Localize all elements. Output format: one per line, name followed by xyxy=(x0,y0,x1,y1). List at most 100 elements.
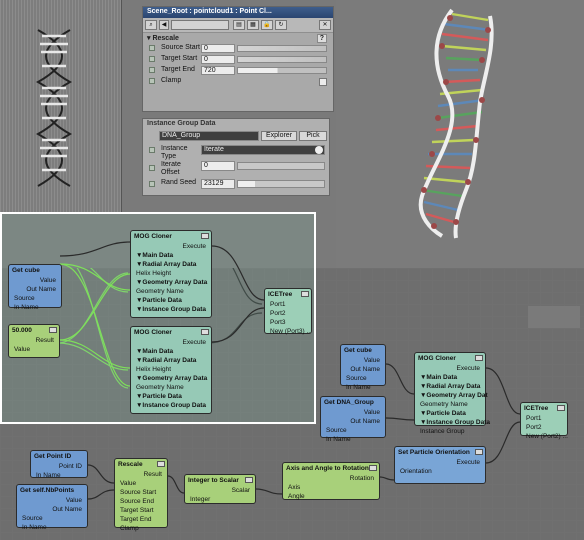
source-start-input[interactable]: 0 xyxy=(201,44,235,53)
preset-field[interactable] xyxy=(171,20,229,30)
chevron-down-icon[interactable] xyxy=(315,146,323,154)
geometry-name-port[interactable]: Geometry Name xyxy=(420,401,468,408)
source-port[interactable]: Source xyxy=(14,295,35,302)
rotation-port[interactable]: Rotation xyxy=(349,475,374,482)
animate-checkbox[interactable] xyxy=(149,147,155,153)
viewport-left[interactable] xyxy=(0,0,122,212)
animate-checkbox[interactable] xyxy=(149,181,155,187)
icetree-node-1[interactable]: ICETree Port1 Port2 Port3 New (Port3) ..… xyxy=(264,288,312,335)
node-menu-icon[interactable] xyxy=(369,465,377,471)
inspect-icon[interactable]: ⌕ xyxy=(145,20,157,30)
node-menu-icon[interactable] xyxy=(49,327,57,333)
out-name-port[interactable]: Out Name xyxy=(350,366,380,373)
geometry-array-group[interactable]: ▼Geometry Array Data xyxy=(136,375,208,382)
in-name-port[interactable]: In Name xyxy=(14,304,39,311)
graph-minimap[interactable] xyxy=(528,306,580,328)
in-name-port[interactable]: In Name xyxy=(22,524,47,531)
mog-cloner-node-2[interactable]: MOG Cloner Execute ▼Main Data ▼Radial Ar… xyxy=(130,326,212,414)
helix-height-port[interactable]: Helix Height xyxy=(136,366,172,373)
rand-seed-slider[interactable] xyxy=(237,180,325,188)
source-port[interactable]: Source xyxy=(326,427,347,434)
set-particle-orientation-node[interactable]: Set Particle Orientation Execute Orienta… xyxy=(394,446,486,484)
iterate-offset-slider[interactable] xyxy=(237,162,325,170)
value-port[interactable]: Value xyxy=(363,357,380,364)
source-end-port[interactable]: Source End xyxy=(120,498,154,505)
get-cube-node-2[interactable]: Get cube Value Out Name Source In Name xyxy=(340,344,386,391)
value-port[interactable]: Value xyxy=(363,409,380,416)
pick-button[interactable]: Pick xyxy=(299,131,327,141)
port1[interactable]: Port1 xyxy=(270,301,286,308)
node-menu-icon[interactable] xyxy=(201,329,209,335)
execute-port[interactable]: Execute xyxy=(182,339,207,346)
port2[interactable]: Port2 xyxy=(270,310,286,317)
angle-port[interactable]: Angle xyxy=(288,493,305,500)
property-panel-title[interactable]: Scene_Root : pointcloud1 : Point Cl... xyxy=(143,7,333,18)
target-start-input[interactable]: 0 xyxy=(201,55,235,64)
instance-group-data-group[interactable]: ▼Instance Group Data xyxy=(420,419,491,426)
refresh-icon[interactable]: ↻ xyxy=(275,20,287,30)
node-menu-icon[interactable] xyxy=(201,233,209,239)
get-point-id-node[interactable]: Get Point ID Point ID In Name xyxy=(30,450,88,479)
particle-data-group[interactable]: ▼Particle Data xyxy=(136,297,182,304)
geometry-name-port[interactable]: Geometry Name xyxy=(136,384,184,391)
load-preset-icon[interactable]: ▤ xyxy=(233,20,245,30)
source-start-port[interactable]: Source Start xyxy=(120,489,157,496)
source-port[interactable]: Source xyxy=(22,515,43,522)
rescale-node[interactable]: Rescale Result Value Source Start Source… xyxy=(114,458,168,532)
node-menu-icon[interactable] xyxy=(475,355,483,361)
port3[interactable]: Port3 xyxy=(270,319,286,326)
helix-height-port[interactable]: Helix Height xyxy=(136,270,172,277)
node-menu-icon[interactable] xyxy=(557,405,565,411)
clamp-port[interactable]: Clamp xyxy=(120,525,139,532)
group-name-field[interactable]: DNA_Group xyxy=(159,131,259,141)
node-menu-icon[interactable] xyxy=(157,461,165,467)
viewport-right[interactable] xyxy=(336,0,584,268)
new-port[interactable]: New (Port2) ... xyxy=(526,433,568,440)
in-name-port[interactable]: In Name xyxy=(326,436,351,443)
port1[interactable]: Port1 xyxy=(526,415,542,422)
icetree-node-2[interactable]: ICETree Port1 Port2 New (Port2) ... xyxy=(520,402,568,440)
geometry-array-group[interactable]: ▼Geometry Array Dat xyxy=(420,392,488,399)
rand-seed-input[interactable]: 23129 xyxy=(201,179,235,189)
integer-to-scalar-node[interactable]: Integer to Scalar Scalar Integer xyxy=(184,474,256,504)
result-port[interactable]: Result xyxy=(143,471,162,478)
result-port[interactable]: Result xyxy=(35,337,54,344)
particle-data-group[interactable]: ▼Particle Data xyxy=(136,393,182,400)
node-menu-icon[interactable] xyxy=(245,477,253,483)
rescale-section-header[interactable]: ▾ Rescale ? xyxy=(143,33,333,43)
target-end-slider[interactable] xyxy=(237,67,327,74)
instance-group-data-group[interactable]: ▼Instance Group Data xyxy=(136,402,207,409)
value-port[interactable]: Value xyxy=(120,480,137,487)
target-start-slider[interactable] xyxy=(237,56,327,63)
execute-port[interactable]: Execute xyxy=(456,459,481,466)
execute-port[interactable]: Execute xyxy=(456,365,481,372)
close-icon[interactable]: ✕ xyxy=(319,20,331,30)
value-port[interactable]: Value xyxy=(39,277,56,284)
port2[interactable]: Port2 xyxy=(526,424,542,431)
node-menu-icon[interactable] xyxy=(475,449,483,455)
scalar-port[interactable]: Scalar xyxy=(231,487,250,494)
axis-port[interactable]: Axis xyxy=(288,484,301,491)
target-start-port[interactable]: Target Start xyxy=(120,507,154,514)
geometry-name-port[interactable]: Geometry Name xyxy=(136,288,184,295)
particle-data-group[interactable]: ▼Particle Data xyxy=(420,410,466,417)
collapse-arrow-icon[interactable]: ▾ xyxy=(147,35,153,42)
mog-cloner-node-1[interactable]: MOG Cloner Execute ▼Main Data ▼Radial Ar… xyxy=(130,230,212,318)
clamp-checkbox[interactable] xyxy=(319,78,327,86)
source-start-slider[interactable] xyxy=(237,45,327,52)
orientation-port[interactable]: Orientation xyxy=(400,468,432,475)
geometry-array-group[interactable]: ▼Geometry Array Data xyxy=(136,279,208,286)
point-id-port[interactable]: Point ID xyxy=(58,463,82,470)
source-port[interactable]: Source xyxy=(346,375,367,382)
instance-type-select[interactable]: Iterate xyxy=(201,145,325,155)
nav-back-icon[interactable]: ◀ xyxy=(159,20,169,30)
radial-array-group[interactable]: ▼Radial Array Data xyxy=(420,383,481,390)
target-end-port[interactable]: Target End xyxy=(120,516,152,523)
instance-group-data-group[interactable]: ▼Instance Group Data xyxy=(136,306,207,313)
animate-checkbox[interactable] xyxy=(149,78,155,84)
iterate-offset-input[interactable]: 0 xyxy=(201,161,235,171)
value-port[interactable]: Value xyxy=(65,497,82,504)
main-data-group[interactable]: ▼Main Data xyxy=(136,252,174,259)
get-nbpoints-node[interactable]: Get self.NbPoints Value Out Name Source … xyxy=(16,484,88,531)
animate-checkbox[interactable] xyxy=(149,67,155,73)
